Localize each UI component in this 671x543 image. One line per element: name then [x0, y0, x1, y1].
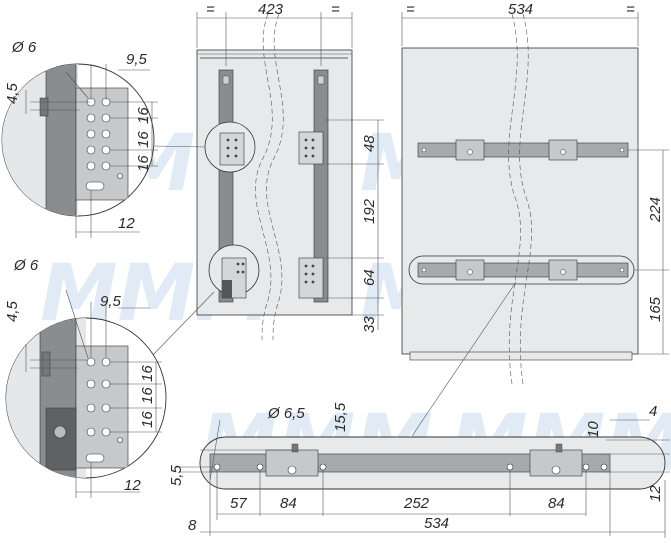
top-offset: 12 — [118, 215, 135, 232]
front-dim-64: 64 — [361, 269, 378, 286]
rail-height: 15,5 — [332, 402, 349, 432]
rail-total: 534 — [424, 515, 449, 532]
top-pitch-2: 16 — [135, 131, 152, 148]
rail-bracket-right: 84 — [548, 495, 565, 512]
rail-edge-h: 5,5 — [168, 464, 185, 486]
front-dim-192: 192 — [361, 198, 378, 224]
side-eq-right: = — [626, 1, 635, 18]
rail-hole-dia: Ø 6,5 — [267, 405, 305, 422]
front-eq-left: = — [206, 1, 215, 18]
bottom-dx: 9,5 — [100, 293, 122, 310]
front-eq-right: = — [331, 1, 340, 18]
rail-right-h: 12 — [647, 485, 664, 502]
front-dim-48: 48 — [361, 135, 378, 152]
side-eq-left: = — [406, 1, 415, 18]
bottom-dy: 4,5 — [4, 300, 21, 322]
top-hole-dia: Ø 6 — [11, 39, 37, 56]
bottom-pitch-1: 16 — [139, 365, 156, 382]
rail-end-offset: 8 — [188, 517, 197, 534]
side-width-dim: 534 — [508, 1, 533, 18]
rail-tab-w: 4 — [649, 403, 657, 420]
bottom-offset: 12 — [124, 477, 141, 494]
detail-top: Ø 6 9,5 4,5 16 16 16 12 — [1, 39, 158, 238]
rail-view: Ø 6,5 15,5 5,5 57 84 252 84 8 534 10 4 1… — [168, 402, 670, 538]
top-dy: 4,5 — [4, 82, 21, 104]
front-width-dim: 423 — [258, 1, 284, 18]
top-pitch-3: 16 — [135, 155, 152, 172]
top-dx: 9,5 — [126, 51, 148, 68]
side-dim-224: 224 — [647, 197, 664, 223]
rail-left-offset: 57 — [230, 495, 247, 512]
detail-bottom: Ø 6 9,5 4,5 16 16 16 12 — [4, 257, 167, 498]
front-view: = 423 = 48 192 64 33 — [196, 1, 384, 341]
rail-tab-h: 10 — [585, 421, 602, 438]
bottom-hole-dia: Ø 6 — [13, 257, 39, 274]
bottom-pitch-3: 16 — [139, 411, 156, 428]
rail-middle: 252 — [403, 495, 430, 512]
side-dim-165: 165 — [647, 296, 664, 322]
side-view: = 534 = 224 165 — [401, 1, 669, 385]
front-dim-33: 33 — [361, 316, 378, 333]
rail-bracket-left: 84 — [280, 495, 297, 512]
bottom-pitch-2: 16 — [139, 387, 156, 404]
top-pitch-1: 16 — [135, 107, 152, 124]
